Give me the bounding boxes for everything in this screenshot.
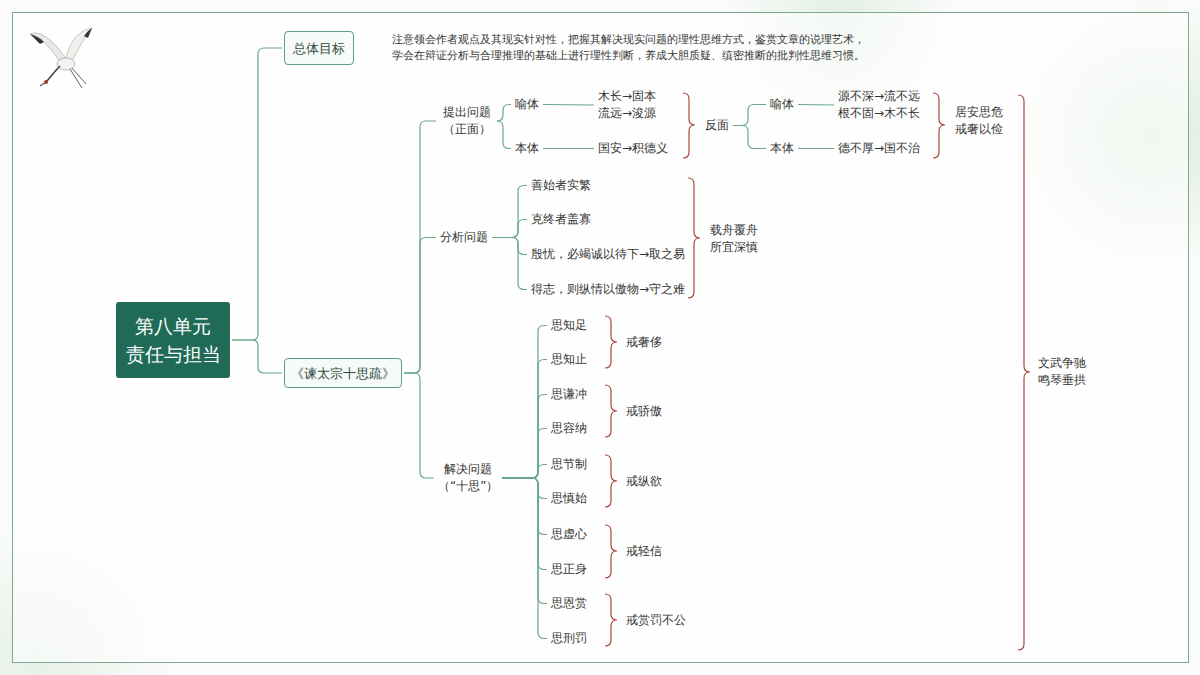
node-text: 总体目标	[293, 40, 345, 57]
thought-item: 思知止	[549, 351, 589, 368]
node-text: 本体	[515, 140, 539, 157]
branch-topic: 分析问题	[438, 229, 490, 246]
crane-illustration	[30, 28, 92, 88]
node-text: 思刑罚	[551, 630, 587, 647]
subject-term: 本体	[513, 140, 541, 157]
thought-item: 思知足	[549, 317, 589, 334]
tree-connector	[497, 105, 511, 122]
node-text: 思虚心	[551, 526, 587, 543]
analysis-item: 善始者实繁	[529, 177, 593, 194]
node-text: 源不深→流不远 根不固→木不长	[838, 88, 928, 122]
conclusion-note: 居安思危 戒奢以俭	[955, 104, 1011, 138]
node-text: 国安→积德义	[598, 140, 668, 157]
bracket-group	[605, 93, 1030, 650]
tree-connector	[404, 373, 434, 478]
tree-connector	[502, 429, 547, 479]
node-text: 得志，则纵情以傲物→守之难	[531, 281, 685, 298]
analysis-item: 得志，则纵情以傲物→守之难	[529, 281, 687, 298]
node-text: 思知止	[551, 351, 587, 368]
node-text: 本体	[770, 140, 794, 157]
node-text: 解决问题 （“十思”）	[438, 461, 498, 495]
warning-note: 戒轻信	[626, 543, 662, 560]
tree-connector	[733, 126, 766, 149]
thought-item: 思节制	[549, 456, 589, 473]
warning-note: 戒奢侈	[626, 334, 662, 351]
tree-connector	[404, 238, 436, 374]
node-text: 思谦冲	[551, 386, 587, 403]
thought-item: 思慎始	[549, 490, 589, 507]
node-text: 思知足	[551, 317, 587, 334]
tree-connector	[232, 48, 282, 340]
warning-note: 戒纵欲	[626, 473, 662, 490]
tree-connector	[543, 104, 594, 106]
tree-connector	[232, 340, 282, 373]
warning-note: 戒骄傲	[626, 403, 662, 420]
subject-term: 本体	[768, 140, 796, 157]
node-text: 殷忧，必竭诚以待下→取之易	[531, 246, 685, 263]
conclusion-note: 文武争驰 鸣琴垂拱	[1038, 355, 1094, 389]
metaphor-pair: 源不深→流不远 根不固→木不长	[836, 88, 930, 122]
node-text: 提出问题 （正面）	[440, 104, 494, 138]
tree-connector	[502, 395, 547, 479]
tree-connector	[492, 220, 527, 238]
tree-connector	[502, 478, 547, 535]
tree-connector	[404, 121, 436, 373]
tree-connector	[798, 148, 834, 149]
tree-connector	[502, 360, 547, 479]
node-text: 思容纳	[551, 420, 587, 437]
node-text: 分析问题	[440, 229, 488, 246]
node-text: 思正身	[551, 561, 587, 578]
node-text: 德不厚→国不治	[838, 140, 920, 157]
tree-connector	[502, 478, 547, 604]
tree-connector	[502, 326, 547, 479]
node-text: 思慎始	[551, 490, 587, 507]
metaphor-term: 喻体	[768, 96, 796, 113]
thought-item: 思正身	[549, 561, 589, 578]
tree-connector	[497, 121, 511, 149]
unit-title-box: 第八单元 责任与担当	[116, 302, 230, 378]
node-text: 思节制	[551, 456, 587, 473]
tree-connector	[492, 186, 527, 238]
tree-connector	[543, 148, 594, 149]
node-text: 木长→固本 流远→浚源	[598, 88, 664, 122]
node-text: 第八单元 责任与担当	[124, 312, 222, 368]
node-text: 思恩赏	[551, 595, 587, 612]
subject-pair: 国安→积德义	[596, 140, 670, 157]
node-text: 喻体	[515, 96, 539, 113]
node-text: 喻体	[770, 96, 794, 113]
thought-item: 思刑罚	[549, 630, 589, 647]
subject-pair: 德不厚→国不治	[836, 140, 922, 157]
tree-connector	[492, 238, 527, 290]
metaphor-term: 喻体	[513, 96, 541, 113]
node-text: 善始者实繁	[531, 177, 591, 194]
metaphor-pair: 木长→固本 流远→浚源	[596, 88, 666, 122]
thought-item: 思容纳	[549, 420, 589, 437]
thought-item: 思虚心	[549, 526, 589, 543]
analysis-item: 克终者盖寡	[529, 211, 593, 228]
analysis-item: 殷忧，必竭诚以待下→取之易	[529, 246, 687, 263]
tree-connector	[492, 238, 527, 255]
tree-connector	[502, 465, 547, 479]
node-text: 《谏太宗十思疏》	[291, 365, 395, 382]
goal-note: 注意领会作者观点及其现实针对性，把握其解决现实问题的理性思维方式，鉴赏文章的说理…	[392, 32, 870, 64]
contrast-term: 反面	[703, 117, 731, 134]
tree-connector	[502, 478, 547, 499]
tree-connector	[502, 478, 547, 570]
node-text: 反面	[705, 117, 729, 134]
thought-item: 思恩赏	[549, 595, 589, 612]
tree-connector	[798, 104, 834, 106]
node-text: 克终者盖寡	[531, 211, 591, 228]
tree-connector	[733, 105, 766, 126]
essay-title-box: 《谏太宗十思疏》	[284, 358, 402, 388]
goal-box: 总体目标	[284, 31, 354, 65]
branch-topic: 提出问题 （正面）	[438, 104, 496, 138]
warning-note: 戒赏罚不公	[626, 612, 686, 629]
thought-item: 思谦冲	[549, 386, 589, 403]
conclusion-note: 载舟覆舟 所宜深慎	[710, 222, 766, 256]
branch-topic: 解决问题 （“十思”）	[436, 461, 500, 495]
tree-connector	[502, 478, 547, 639]
